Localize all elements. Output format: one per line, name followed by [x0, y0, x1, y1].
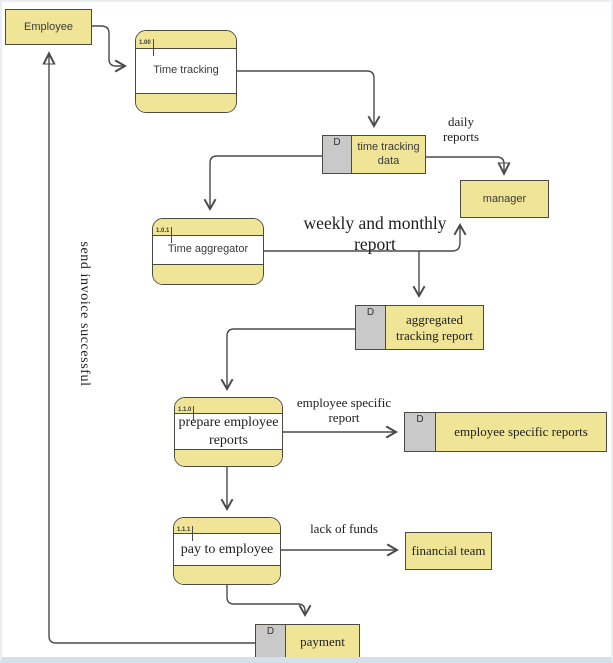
- process-time-aggregator-footer: [153, 264, 263, 284]
- process-prepare-employee-reports-footer: [175, 449, 282, 466]
- flow-pay-to-employee-to-payment[interactable]: [226, 585, 305, 615]
- process-time-aggregator-header: 1.0.1: [153, 219, 263, 243]
- entity-manager-label: manager: [482, 193, 527, 205]
- process-prepare-employee-reports-label: prepare employee reports: [178, 415, 279, 448]
- datastore-time-tracking-data-marker: D: [323, 136, 352, 173]
- entity-financial-team-label: financial team: [411, 543, 486, 558]
- datastore-aggregated-tracking-report-label: aggregated tracking report: [396, 311, 473, 343]
- datastore-aggregated-tracking-report-marker: D: [356, 306, 386, 349]
- datastore-employee-specific-reports-marker: D: [405, 413, 436, 451]
- process-time-tracking-footer: [136, 93, 236, 112]
- process-time-tracking-label: Time tracking: [153, 64, 219, 77]
- entity-financial-team[interactable]: financial team: [405, 532, 492, 570]
- entity-employee-label: Employee: [24, 21, 73, 33]
- flow-label-employee-specific-report: employee specific report: [296, 395, 392, 425]
- process-pay-to-employee[interactable]: 1.1.1 pay to employee: [173, 517, 281, 585]
- process-prepare-employee-reports[interactable]: 1.1.0 prepare employee reports: [174, 397, 283, 467]
- flow-time-tracking-data-to-manager[interactable]: [425, 156, 504, 173]
- flow-aggregated-report-to-prepare-reports[interactable]: [227, 328, 355, 389]
- datastore-payment[interactable]: D payment: [255, 624, 360, 657]
- entity-manager[interactable]: manager: [460, 180, 549, 218]
- process-pay-to-employee-id: 1.1.1: [174, 526, 194, 541]
- datastore-employee-specific-reports[interactable]: D employee specific reports: [404, 412, 607, 452]
- process-pay-to-employee-footer: [174, 565, 280, 584]
- process-time-tracking-header: 1.00: [136, 31, 236, 56]
- entity-employee[interactable]: Employee: [5, 9, 92, 45]
- datastore-employee-specific-reports-label: employee specific reports: [454, 424, 588, 440]
- datastore-payment-marker: D: [256, 625, 286, 657]
- datastore-payment-label: payment: [300, 634, 345, 650]
- process-prepare-employee-reports-header: 1.1.0: [175, 398, 282, 421]
- flow-time-tracking-data-to-time-aggregator[interactable]: [210, 155, 322, 209]
- process-time-tracking-id: 1.00: [136, 39, 154, 56]
- flow-payment-to-employee[interactable]: [49, 54, 255, 644]
- process-time-aggregator-label: Time aggregator: [167, 243, 249, 256]
- datastore-time-tracking-data[interactable]: D time tracking data: [322, 135, 426, 174]
- flow-label-daily-reports: daily reports: [442, 114, 480, 144]
- process-time-aggregator-id: 1.0.1: [153, 227, 173, 243]
- datastore-aggregated-tracking-report[interactable]: D aggregated tracking report: [355, 305, 484, 350]
- process-time-aggregator[interactable]: 1.0.1 Time aggregator: [152, 218, 264, 285]
- flow-employee-to-time-tracking[interactable]: [92, 25, 125, 66]
- process-prepare-employee-reports-id: 1.1.0: [175, 406, 195, 421]
- process-pay-to-employee-header: 1.1.1: [174, 518, 280, 541]
- datastore-time-tracking-data-label: time tracking data: [357, 141, 420, 167]
- flow-time-aggregator-to-manager[interactable]: [264, 225, 460, 252]
- flow-label-lack-of-funds: lack of funds: [310, 521, 378, 536]
- flow-label-weekly-monthly-report: weekly and monthly report: [303, 213, 447, 254]
- process-pay-to-employee-label: pay to employee: [180, 541, 274, 557]
- flow-time-tracking-to-time-tracking-data[interactable]: [237, 70, 374, 126]
- process-time-tracking[interactable]: 1.00 Time tracking: [135, 30, 237, 113]
- flow-label-send-invoice-successful: send invoice successful: [77, 241, 93, 387]
